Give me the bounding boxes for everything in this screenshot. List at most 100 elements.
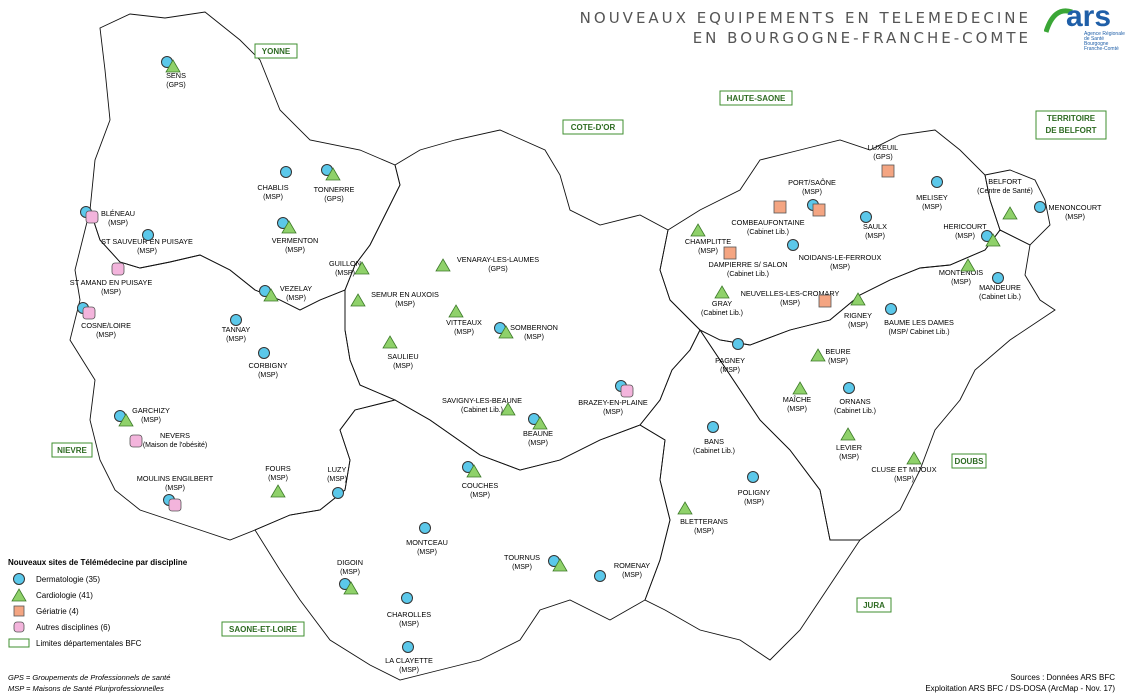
svg-text:DAMPIERRE S/ SALON: DAMPIERRE S/ SALON xyxy=(708,260,787,269)
site-label-menoncourt: MENONCOURT(MSP) xyxy=(1049,203,1103,221)
svg-text:(Cabinet Lib.): (Cabinet Lib.) xyxy=(693,448,735,455)
cote-dor-boundary xyxy=(344,129,701,471)
ars-logo-subtitle: Agence Régionale de Santé Bourgogne Fran… xyxy=(1084,31,1125,52)
svg-text:VITTEAUX: VITTEAUX xyxy=(446,318,482,327)
dept-label-yonne: YONNE xyxy=(254,43,298,59)
site-marker-cosne-loire xyxy=(77,302,96,320)
svg-text:SAULX: SAULX xyxy=(863,222,887,231)
legend-label: Cardiologie (41) xyxy=(36,590,93,600)
site-label-rigney: RIGNEY(MSP) xyxy=(844,311,872,329)
site-label-poligny: POLIGNY(MSP) xyxy=(738,488,771,506)
svg-text:JURA: JURA xyxy=(863,601,885,610)
site-marker-digoin xyxy=(339,578,359,595)
svg-text:(MSP): (MSP) xyxy=(512,564,532,571)
svg-text:(MSP): (MSP) xyxy=(101,289,121,296)
svg-text:CORBIGNY: CORBIGNY xyxy=(249,361,288,370)
site-label-montenois: MONTENOIS(MSP) xyxy=(939,268,983,286)
dept-label-jura: JURA xyxy=(856,597,892,613)
site-label-bletterans: BLETTERANS(MSP) xyxy=(680,517,728,535)
svg-text:(MSP): (MSP) xyxy=(258,372,278,379)
site-label-moulins-engilbert: MOULINS ENGILBERT(MSP) xyxy=(137,474,214,492)
site-marker-savigny-les-beaune xyxy=(500,402,516,416)
svg-text:SAVIGNY-LES-BEAUNE: SAVIGNY-LES-BEAUNE xyxy=(442,396,522,405)
site-marker-montenois xyxy=(960,258,976,272)
svg-text:(Cabinet Lib.): (Cabinet Lib.) xyxy=(727,271,769,278)
svg-text:(MSP): (MSP) xyxy=(226,336,246,343)
svg-text:MAÎCHE: MAÎCHE xyxy=(783,395,812,404)
site-markers xyxy=(77,56,1046,653)
svg-text:HERICOURT: HERICOURT xyxy=(943,222,987,231)
site-marker-luzy xyxy=(332,487,344,499)
site-label-bans: BANS(Cabinet Lib.) xyxy=(693,437,735,455)
svg-text:(MSP): (MSP) xyxy=(470,492,490,499)
svg-text:(MSP): (MSP) xyxy=(802,189,822,196)
site-label-chablis: CHABLIS(MSP) xyxy=(257,183,288,201)
svg-text:(MSP): (MSP) xyxy=(780,300,800,307)
svg-text:BRAZEY-EN-PLAINE: BRAZEY-EN-PLAINE xyxy=(578,398,648,407)
svg-text:NOIDANS-LE-FERROUX: NOIDANS-LE-FERROUX xyxy=(799,253,882,262)
site-marker-venaray-les-laumes xyxy=(435,258,451,272)
site-label-nevers: NEVERS(Maison de l'obésité) xyxy=(143,431,207,449)
site-marker-couches xyxy=(462,461,482,478)
site-label-charolles: CHAROLLES(MSP) xyxy=(387,610,431,628)
saone-et-loire-boundary xyxy=(254,399,671,681)
site-label-bleneau: BLÉNEAU(MSP) xyxy=(101,209,135,227)
site-label-mandeure: MANDEURE(Cabinet Lib.) xyxy=(979,283,1021,301)
sources-line1: Sources : Données ARS BFC xyxy=(1010,673,1116,682)
svg-text:PAGNEY: PAGNEY xyxy=(715,356,745,365)
site-marker-levier xyxy=(840,427,856,441)
site-marker-beaune xyxy=(528,413,548,430)
svg-text:ORNANS: ORNANS xyxy=(839,397,870,406)
svg-text:SENS: SENS xyxy=(166,71,186,80)
svg-text:CHABLIS: CHABLIS xyxy=(257,183,288,192)
legend-title: Nouveaux sites de Télémédecine par disci… xyxy=(8,558,188,567)
svg-text:YONNE: YONNE xyxy=(262,47,291,56)
site-marker-nevers xyxy=(129,434,143,448)
legend-item-geriatrie: Gériatrie (4) xyxy=(8,603,228,619)
legend-item-dermatologie: Dermatologie (35) xyxy=(8,571,228,587)
svg-text:TOURNUS: TOURNUS xyxy=(504,553,540,562)
svg-text:(GPS): (GPS) xyxy=(488,266,507,273)
site-marker-tournus xyxy=(548,555,568,572)
svg-text:(MSP): (MSP) xyxy=(622,572,642,579)
svg-text:(MSP): (MSP) xyxy=(335,270,355,277)
svg-text:ST SAUVEUR EN PUISAYE: ST SAUVEUR EN PUISAYE xyxy=(101,237,193,246)
svg-text:(MSP): (MSP) xyxy=(108,220,128,227)
svg-text:(MSP): (MSP) xyxy=(720,367,740,374)
site-marker-baume-les-dames xyxy=(885,303,897,315)
svg-text:COUCHES: COUCHES xyxy=(462,481,499,490)
svg-text:TANNAY: TANNAY xyxy=(222,325,251,334)
svg-text:(MSP): (MSP) xyxy=(137,248,157,255)
jura-boundary xyxy=(639,329,861,661)
ars-logo: ars Agence Régionale de Santé Bourgogne … xyxy=(1044,0,1128,52)
svg-text:(MSP): (MSP) xyxy=(865,233,885,240)
svg-text:BAUME LES DAMES: BAUME LES DAMES xyxy=(884,318,954,327)
svg-text:ST AMAND EN PUISAYE: ST AMAND EN PUISAYE xyxy=(70,278,153,287)
svg-text:GRAY: GRAY xyxy=(712,299,732,308)
site-label-st-sauveur-en-puisaye: ST SAUVEUR EN PUISAYE (MSP) xyxy=(101,237,193,255)
site-label-noidans-le-ferroux: NOIDANS-LE-FERROUX(MSP) xyxy=(799,253,882,271)
svg-text:DIGOIN: DIGOIN xyxy=(337,558,363,567)
svg-text:CHAMPLITTE: CHAMPLITTE xyxy=(685,237,731,246)
legend-label: Limites départementales BFC xyxy=(36,638,142,648)
svg-text:HAUTE-SAONE: HAUTE-SAONE xyxy=(727,94,786,103)
legend-label: Gériatrie (4) xyxy=(36,606,79,616)
svg-text:(Centre de Santé): (Centre de Santé) xyxy=(977,188,1033,195)
triangle-marker-icon xyxy=(11,588,27,602)
legend-label: Autres disciplines (6) xyxy=(36,622,111,632)
svg-text:(MSP): (MSP) xyxy=(922,204,942,211)
dept-label-haute-saone: HAUTE-SAONE xyxy=(719,90,793,106)
site-label-vitteaux: VITTEAUX(MSP) xyxy=(446,318,482,336)
site-label-luxeuil: LUXEUIL(GPS) xyxy=(868,143,898,161)
site-marker-tonnerre xyxy=(321,164,341,181)
svg-text:BEURE: BEURE xyxy=(825,347,850,356)
site-label-pagney: PAGNEY (MSP) xyxy=(715,356,745,374)
dept-label-cote-d-or: COTE-D'OR xyxy=(562,119,624,135)
site-marker-pagney xyxy=(732,338,744,350)
svg-text:COTE-D'OR: COTE-D'OR xyxy=(571,123,616,132)
svg-text:(MSP): (MSP) xyxy=(1065,214,1085,221)
site-label-levier: LEVIER(MSP) xyxy=(836,443,862,461)
svg-text:SAULIEU: SAULIEU xyxy=(387,352,418,361)
